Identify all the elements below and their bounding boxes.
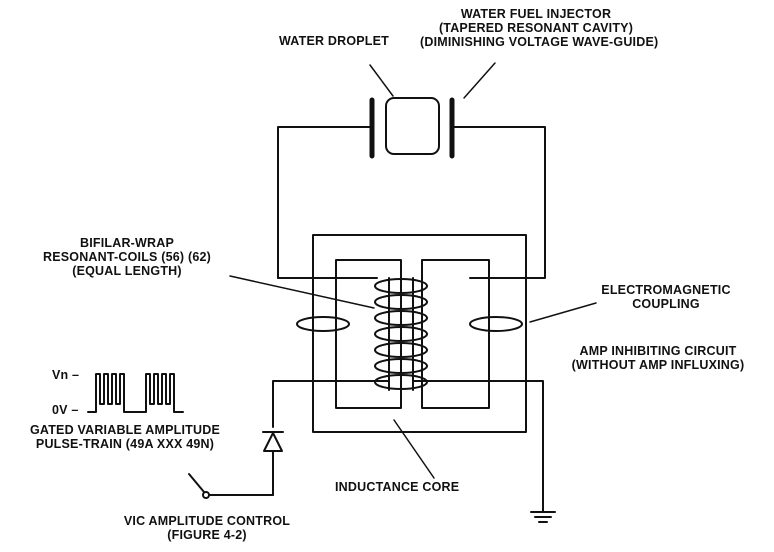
leader-bifilar: [229, 275, 375, 309]
label-0v: 0V –: [52, 403, 79, 417]
inductance-core-outer: [312, 234, 527, 433]
ground-icon: [530, 511, 556, 523]
leader-water-droplet: [369, 64, 394, 97]
label-injector-line3: (DIMINISHING VOLTAGE WAVE-GUIDE): [420, 35, 659, 49]
water-droplet: [385, 97, 440, 155]
diode-icon: [262, 431, 284, 496]
bifilar-coils: [374, 277, 428, 391]
label-amp-inhibiting-line2: (WITHOUT AMP INFLUXING): [571, 358, 745, 372]
label-injector-line2: (TAPERED RESONANT CAVITY): [438, 21, 634, 35]
label-bifilar-line2: RESONANT-COILS (56) (62): [42, 250, 211, 264]
label-pulse-train-line1: GATED VARIABLE AMPLITUDE: [30, 423, 220, 437]
label-water-droplet: WATER DROPLET: [279, 34, 390, 48]
label-amp-inhibiting: AMP INHIBITING CIRCUIT (WITHOUT AMP INFL…: [552, 344, 764, 372]
label-electromagnetic-line2: COUPLING: [632, 297, 700, 311]
label-pulse-train-line2: PULSE-TRAIN (49A XXX 49N): [35, 437, 215, 451]
label-vic-control-line2: (FIGURE 4-2): [167, 528, 247, 542]
leader-inductance: [393, 419, 435, 479]
switch-contact: [202, 491, 210, 499]
label-vn: Vn –: [52, 368, 80, 382]
label-injector-line1: WATER FUEL INJECTOR: [460, 7, 612, 21]
label-bifilar: BIFILAR-WRAP RESONANT-COILS (56) (62) (E…: [12, 236, 242, 278]
label-electromagnetic: ELECTROMAGNETIC COUPLING: [578, 283, 754, 311]
leader-injector: [463, 62, 496, 99]
coupling-ring-left: [296, 316, 350, 332]
label-amp-inhibiting-line1: AMP INHIBITING CIRCUIT: [579, 344, 737, 358]
label-pulse-train: GATED VARIABLE AMPLITUDE PULSE-TRAIN (49…: [4, 423, 246, 451]
wire-top-right: [451, 126, 546, 279]
label-vic-control-line1: VIC AMPLITUDE CONTROL: [123, 514, 291, 528]
wire-top-loop: [277, 126, 373, 279]
switch-arm: [188, 473, 205, 493]
label-electromagnetic-line1: ELECTROMAGNETIC: [601, 283, 731, 297]
pulse-train-waveform: [87, 373, 184, 413]
wire-lower-left: [272, 380, 390, 428]
coupling-ring-right: [469, 316, 523, 332]
label-injector: WATER FUEL INJECTOR (TAPERED RESONANT CA…: [420, 7, 659, 49]
wire-lower-right: [412, 380, 544, 513]
label-inductance-core: INDUCTANCE CORE: [335, 480, 460, 494]
label-bifilar-line3: (EQUAL LENGTH): [72, 264, 182, 278]
label-vic-control: VIC AMPLITUDE CONTROL (FIGURE 4-2): [104, 514, 310, 542]
leader-electromagnetic: [529, 302, 597, 323]
label-bifilar-line1: BIFILAR-WRAP: [79, 236, 175, 250]
core-window-left: [335, 259, 402, 409]
core-window-right: [421, 259, 490, 409]
